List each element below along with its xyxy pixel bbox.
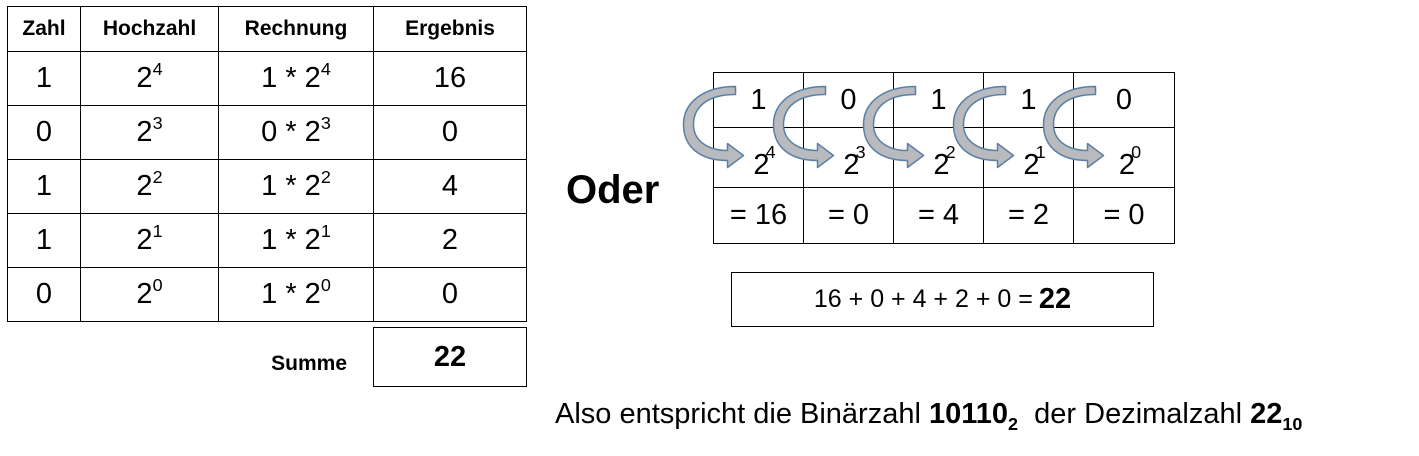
cell-zahl: 1 — [7, 159, 81, 214]
calc-prefix: 0 * 2 — [261, 116, 321, 148]
power-base: 2 — [136, 224, 153, 256]
cell-hochzahl: 21 — [80, 213, 219, 268]
header-zahl: Zahl — [7, 6, 81, 52]
calc-exponent: 0 — [320, 275, 331, 296]
binary-base: 2 — [1008, 413, 1019, 434]
cell-rechnung: 1 * 21 — [218, 213, 374, 268]
result-cell: = 2 — [983, 187, 1074, 244]
power-cell: 23 — [803, 127, 894, 188]
calc-exponent: 2 — [320, 167, 331, 188]
cell-zahl: 1 — [7, 213, 81, 268]
header-hochzahl: Hochzahl — [80, 6, 219, 52]
cell-hochzahl: 22 — [80, 159, 219, 214]
binary-number: 10110 — [928, 398, 1009, 430]
cell-rechnung: 1 * 24 — [218, 51, 374, 106]
power-exponent: 3 — [152, 113, 163, 134]
decimal-base: 10 — [1282, 413, 1303, 434]
power-base: 2 — [136, 170, 153, 202]
calc-exponent: 3 — [320, 113, 331, 134]
power-exponent: 1 — [1035, 142, 1046, 163]
header-ergebnis: Ergebnis — [373, 6, 527, 52]
powers-row: 24 23 22 21 20 — [713, 127, 1175, 188]
table-row: 0 23 0 * 23 0 — [7, 105, 527, 160]
bit-cell: 1 — [893, 72, 984, 128]
power-exponent: 2 — [945, 142, 956, 163]
calc-prefix: 1 * 2 — [261, 170, 321, 202]
calc-prefix: 1 * 2 — [261, 278, 321, 310]
result-cell: = 0 — [803, 187, 894, 244]
conclusion-middle: der Dezimalzahl — [1034, 398, 1243, 430]
cell-hochzahl: 20 — [80, 267, 219, 322]
sum-expression-box: 16 + 0 + 4 + 2 + 0 = 22 — [731, 272, 1154, 327]
table-row: 0 20 1 * 20 0 — [7, 267, 527, 322]
conversion-table: Zahl Hochzahl Rechnung Ergebnis 1 24 1 *… — [7, 6, 527, 322]
power-base: 2 — [1118, 149, 1136, 181]
bit-cell: 0 — [803, 72, 894, 128]
power-base: 2 — [843, 149, 860, 181]
cell-rechnung: 1 * 20 — [218, 267, 374, 322]
power-exponent: 4 — [765, 142, 776, 163]
power-exponent: 3 — [855, 142, 866, 163]
power-exponent: 2 — [152, 167, 163, 188]
power-exponent: 4 — [152, 59, 163, 80]
cell-zahl: 0 — [7, 105, 81, 160]
cell-ergebnis: 16 — [373, 51, 527, 106]
conclusion-text: Also entspricht die Binärzahl 101102 der… — [555, 398, 1303, 434]
power-base: 2 — [1023, 149, 1040, 181]
bits-row: 1 0 1 1 0 — [713, 72, 1175, 128]
table-row: 1 24 1 * 24 16 — [7, 51, 527, 106]
header-rechnung: Rechnung — [218, 6, 374, 52]
power-base: 2 — [136, 62, 153, 94]
power-cell: 20 — [1073, 127, 1175, 188]
decimal-number: 22 — [1250, 398, 1283, 430]
result-cell: = 4 — [893, 187, 984, 244]
bit-cell: 0 — [1073, 72, 1175, 128]
conclusion-prefix: Also entspricht die Binärzahl — [555, 398, 921, 430]
sum-expression: 16 + 0 + 4 + 2 + 0 = — [813, 285, 1033, 313]
oder-label: Oder — [566, 168, 660, 212]
cell-zahl: 1 — [7, 51, 81, 106]
power-cell: 22 — [893, 127, 984, 188]
cell-hochzahl: 24 — [80, 51, 219, 106]
calc-prefix: 1 * 2 — [261, 224, 321, 256]
table-row: 1 21 1 * 21 2 — [7, 213, 527, 268]
results-row: = 16 = 0 = 4 = 2 = 0 — [713, 187, 1175, 244]
table-header-row: Zahl Hochzahl Rechnung Ergebnis — [7, 6, 527, 52]
power-exponent: 0 — [152, 275, 163, 296]
power-cell: 21 — [983, 127, 1074, 188]
power-base: 2 — [753, 149, 770, 181]
table-row: 1 22 1 * 22 4 — [7, 159, 527, 214]
power-base: 2 — [933, 149, 950, 181]
bit-cell: 1 — [713, 72, 804, 128]
calc-exponent: 4 — [320, 59, 331, 80]
summe-label: Summe — [271, 352, 347, 375]
result-cell: = 0 — [1073, 187, 1175, 244]
bit-cell: 1 — [983, 72, 1074, 128]
cell-ergebnis: 4 — [373, 159, 527, 214]
result-cell: = 16 — [713, 187, 804, 244]
power-exponent: 1 — [152, 221, 163, 242]
cell-rechnung: 0 * 23 — [218, 105, 374, 160]
cell-ergebnis: 0 — [373, 267, 527, 322]
calc-exponent: 1 — [320, 221, 331, 242]
cell-hochzahl: 23 — [80, 105, 219, 160]
calc-prefix: 1 * 2 — [261, 62, 321, 94]
cell-ergebnis: 2 — [373, 213, 527, 268]
power-cell: 24 — [713, 127, 804, 188]
binary-grid: 1 0 1 1 0 24 23 22 21 20 = 16 = 0 = 4 = … — [713, 72, 1175, 244]
cell-zahl: 0 — [7, 267, 81, 322]
power-exponent: 0 — [1131, 142, 1142, 163]
power-base: 2 — [136, 116, 153, 148]
summe-value: 22 — [373, 327, 527, 387]
cell-ergebnis: 0 — [373, 105, 527, 160]
cell-rechnung: 1 * 22 — [218, 159, 374, 214]
power-base: 2 — [136, 278, 153, 310]
sum-result: 22 — [1038, 283, 1072, 315]
